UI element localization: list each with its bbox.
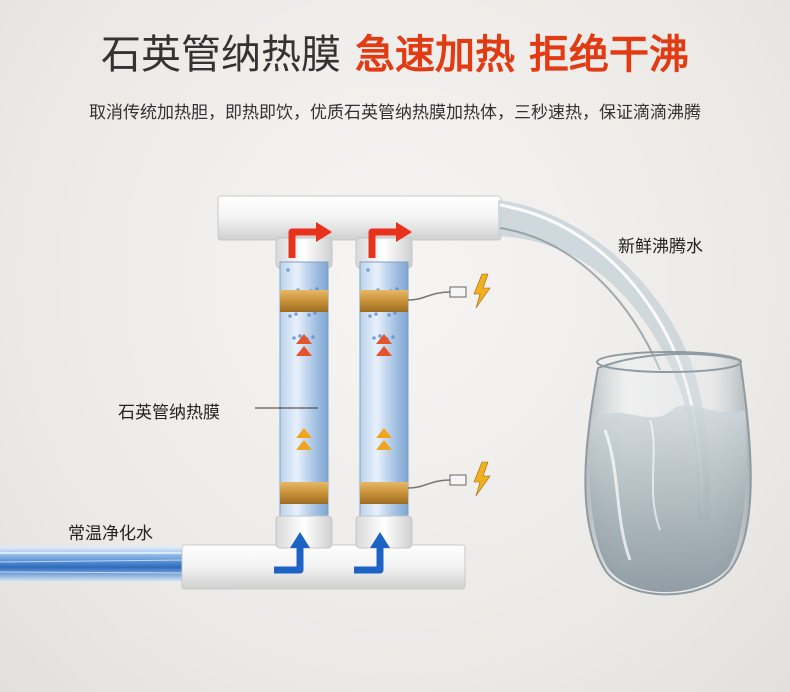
heat-up-arrow (376, 428, 392, 438)
headline-highlight: 急速加热 拒绝干沸 (355, 32, 689, 78)
cold-water-flow-arrow (274, 546, 304, 574)
water-glass (584, 351, 752, 596)
bubble (395, 287, 399, 291)
electrode-wire (407, 291, 451, 301)
heating-band-lower (360, 482, 408, 504)
heating-band-upper (280, 290, 328, 312)
electrode-plug (449, 286, 467, 298)
lightning-icon (473, 273, 491, 309)
heat-up-arrow (296, 440, 312, 450)
bubble (298, 334, 302, 338)
heat-up-arrow (376, 346, 392, 356)
bubble (372, 336, 376, 340)
bubble (391, 335, 395, 339)
bubble (315, 287, 319, 291)
bubble (294, 312, 298, 316)
hot-water-flow-arrow (368, 228, 398, 258)
bubble (393, 311, 397, 315)
electrode-2 (407, 461, 491, 497)
heating-film-label: 石英管纳热膜 (118, 403, 220, 423)
quartz-tubes (274, 222, 491, 574)
lightning-icon (473, 461, 491, 497)
bubble (311, 335, 315, 339)
bubble (387, 313, 391, 317)
hot-water-arrow-head (316, 222, 332, 242)
quartz-tube-1 (274, 222, 333, 574)
heat-up-arrow (376, 440, 392, 450)
outlet-water-label: 新鲜沸腾水 (618, 237, 703, 257)
inlet-pipe (181, 544, 466, 590)
bubble (374, 312, 378, 316)
headline-main: 石英管纳热膜 (101, 32, 342, 78)
bubble (288, 314, 292, 318)
cold-water-flow-arrow (354, 546, 384, 574)
inlet-water-label: 常温净化水 (68, 524, 153, 544)
headline: 石英管纳热膜急速加热 拒绝干沸 (0, 30, 790, 80)
heating-band-upper (360, 290, 408, 312)
electrode-wire (407, 479, 451, 489)
electrode-1 (407, 273, 491, 309)
bubble (286, 268, 290, 272)
heat-up-arrow (376, 334, 392, 344)
cold-water-arrow-head (290, 532, 310, 548)
hot-water-flow-arrow (288, 228, 318, 258)
bubble (366, 268, 370, 272)
bubble (313, 311, 317, 315)
heating-band-lower (280, 482, 328, 504)
hot-water-arrow-head (396, 222, 412, 242)
subheadline: 取消传统加热胆，即热即饮，优质石英管纳热膜加热体，三秒速热，保证滴滴沸腾 (89, 103, 701, 123)
heat-up-arrow (296, 428, 312, 438)
outlet-pipe (217, 195, 502, 241)
quartz-tube-2 (354, 222, 413, 574)
bubble (307, 313, 311, 317)
bubble (378, 334, 382, 338)
inlet-water-stream (0, 547, 191, 581)
bubble (292, 336, 296, 340)
heat-up-arrow (296, 346, 312, 356)
electrode-plug (449, 474, 467, 486)
cold-water-arrow-head (370, 532, 390, 548)
heat-up-arrow (296, 334, 312, 344)
bubble (368, 314, 372, 318)
